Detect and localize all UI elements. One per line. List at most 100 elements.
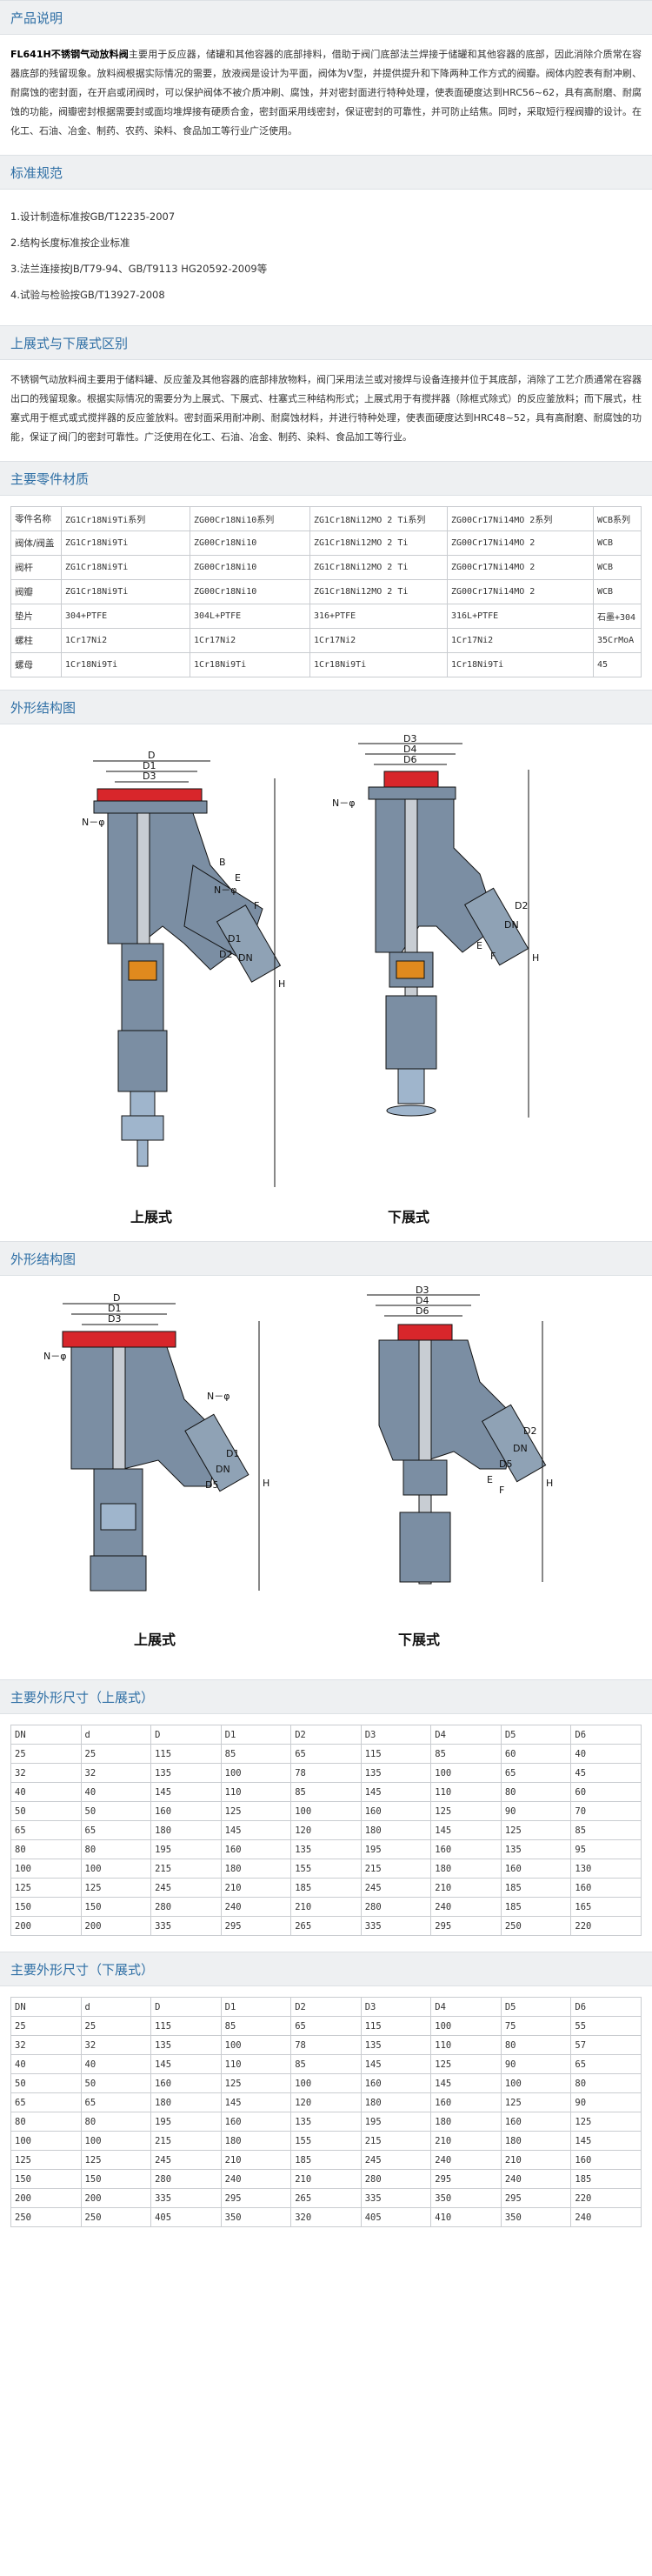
table-cell: D6: [570, 1997, 642, 2017]
table-cell: 250: [80, 2207, 152, 2227]
table-cell: 200: [80, 2188, 152, 2208]
table-cell: 335: [360, 2188, 432, 2208]
svg-text:N－φ: N－φ: [43, 1351, 67, 1362]
table-cell: 145: [150, 2054, 222, 2074]
table-cell: 70: [570, 1801, 642, 1821]
table-cell: 1Cr18Ni9Ti: [309, 652, 448, 677]
table-cell: 100: [220, 2035, 292, 2055]
table-cell: 150: [80, 1897, 152, 1917]
table-cell: 295: [430, 2169, 502, 2189]
table-cell: 110: [220, 2054, 292, 2074]
table-cell: 245: [150, 1878, 222, 1898]
table-cell: 220: [570, 2188, 642, 2208]
table-cell: 35CrMoA: [593, 628, 642, 653]
table-cell: D1: [220, 1997, 292, 2017]
svg-text:N－φ: N－φ: [82, 817, 105, 828]
svg-text:F: F: [254, 900, 259, 911]
svg-text:D3: D3: [403, 735, 416, 744]
table-cell: 85: [570, 1820, 642, 1840]
table-cell: 240: [500, 2169, 572, 2189]
table-cell: 295: [220, 2188, 292, 2208]
table-cell: 280: [150, 1897, 222, 1917]
svg-text:E: E: [476, 940, 482, 951]
svg-text:D4: D4: [403, 744, 416, 755]
table-cell: 100: [290, 1801, 362, 1821]
table-cell: 160: [150, 2073, 222, 2093]
section-title-product-description: 产品说明: [0, 0, 652, 35]
table-cell: D1: [220, 1725, 292, 1745]
table-cell: 195: [360, 1839, 432, 1859]
product-description: FL641H不锈钢气动放料阀主要用于反应器，储罐和其他容器的底部排料，借助于阀门…: [0, 45, 652, 141]
table-cell: 135: [500, 1839, 572, 1859]
svg-text:D2: D2: [515, 900, 528, 911]
table-cell: 90: [570, 2092, 642, 2112]
table-cell: 115: [360, 1744, 432, 1764]
section-title-type-difference: 上展式与下展式区别: [0, 325, 652, 360]
table-cell: 40: [10, 2054, 82, 2074]
table-cell: 25: [10, 2016, 82, 2036]
svg-text:D1: D1: [108, 1303, 121, 1314]
table-cell: 125: [430, 1801, 502, 1821]
table-cell: 1Cr18Ni9Ti: [61, 652, 190, 677]
table-cell: D2: [290, 1725, 362, 1745]
table-cell: ZG1Cr18Ni12MO 2 Ti: [309, 579, 448, 604]
table-cell: 160: [360, 2073, 432, 2093]
standard-item: 1.设计制造标准按GB/T12235-2007: [10, 210, 176, 223]
table-cell: 40: [80, 2054, 152, 2074]
table-cell: D4: [430, 1997, 502, 2017]
table-cell: 350: [220, 2207, 292, 2227]
table-cell: 80: [80, 1839, 152, 1859]
table-cell: 316+PTFE: [309, 604, 448, 629]
table-cell: ZG1Cr18Ni12MO 2 Ti: [309, 531, 448, 556]
table-cell: 145: [150, 1782, 222, 1802]
table-cell: 245: [360, 1878, 432, 1898]
table-cell: 265: [290, 1916, 362, 1936]
table-cell: 125: [80, 1878, 152, 1898]
table-cell: ZG1Cr18Ni12MO 2 Ti系列: [309, 506, 448, 531]
table-cell: 155: [290, 2131, 362, 2151]
table-cell: 335: [360, 1916, 432, 1936]
table-cell: 125: [10, 2150, 82, 2170]
table-cell: 180: [500, 2131, 572, 2151]
table-cell: D2: [290, 1997, 362, 2017]
table-cell: 110: [430, 1782, 502, 1802]
svg-text:D1: D1: [143, 760, 156, 771]
table-cell: 135: [360, 2035, 432, 2055]
table-cell: WCB系列: [593, 506, 642, 531]
svg-text:E: E: [235, 872, 241, 884]
table-cell: 120: [290, 1820, 362, 1840]
table-cell: 250: [10, 2207, 82, 2227]
table-cell: 石墨+304: [593, 604, 642, 629]
table-cell: ZG00Cr17Ni14MO 2: [447, 531, 594, 556]
section-title-materials: 主要零件材质: [0, 461, 652, 496]
table-cell: 60: [500, 1744, 572, 1764]
table-cell: 160: [570, 1878, 642, 1898]
table-cell: 350: [500, 2207, 572, 2227]
table-cell: 165: [570, 1897, 642, 1917]
table-cell: ZG1Cr18Ni9Ti: [61, 555, 190, 580]
table-cell: 螺柱: [10, 628, 62, 653]
table-cell: WCB: [593, 555, 642, 580]
table-cell: 145: [220, 1820, 292, 1840]
table-cell: 245: [150, 2150, 222, 2170]
table-cell: 100: [290, 2073, 362, 2093]
table-cell: ZG1Cr18Ni9Ti: [61, 531, 190, 556]
table-cell: 135: [360, 1763, 432, 1783]
svg-text:DN: DN: [238, 952, 253, 964]
table-cell: 25: [80, 2016, 152, 2036]
table-cell: 185: [290, 2150, 362, 2170]
table-cell: 65: [500, 1763, 572, 1783]
table-cell: 25: [10, 1744, 82, 1764]
